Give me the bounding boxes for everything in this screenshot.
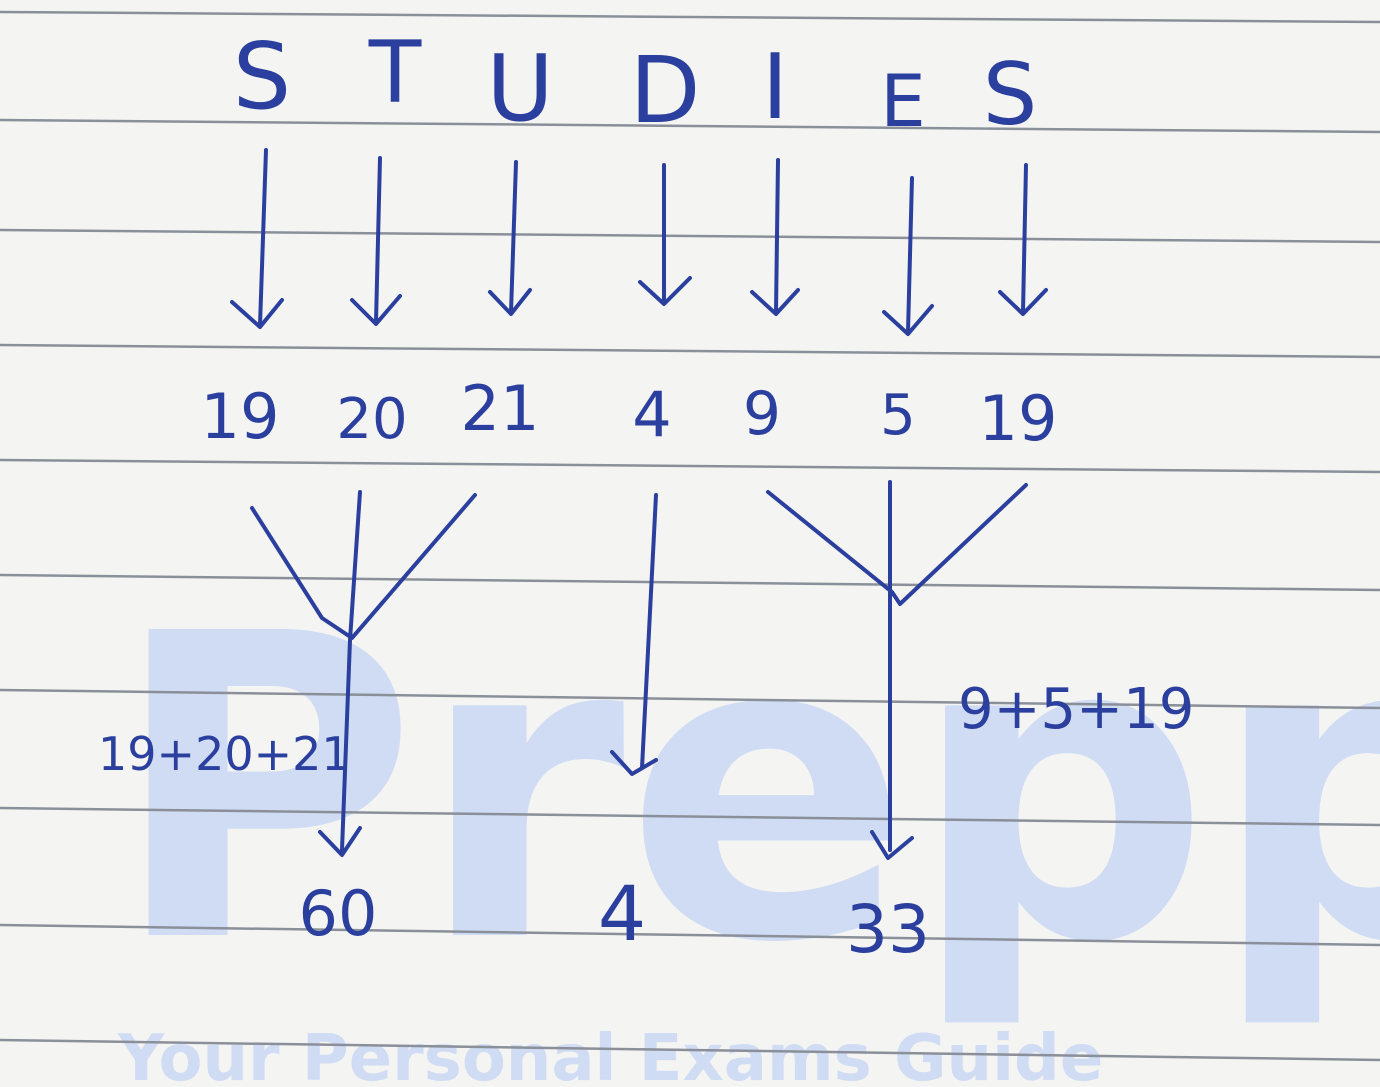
ruled-line	[0, 923, 1380, 947]
ruled-line	[0, 573, 1380, 592]
results: 60 4 33	[299, 869, 930, 968]
down-arrow	[882, 176, 934, 336]
down-arrow	[638, 163, 692, 306]
sum-label-right: 9+5+19	[958, 677, 1194, 742]
value-i: 9	[743, 379, 781, 449]
ruled-line	[0, 688, 1380, 710]
letter-arrows	[230, 148, 1048, 336]
result-group-2: 4	[598, 869, 646, 958]
ruled-line	[0, 343, 1380, 359]
down-arrow	[230, 148, 284, 329]
letter-s-end: S	[983, 45, 1038, 145]
ruled-line	[0, 228, 1380, 244]
ruled-line	[0, 118, 1380, 134]
value-e: 5	[880, 383, 916, 448]
down-arrow	[488, 160, 532, 316]
stem-middle	[640, 493, 658, 770]
value-s-end: 19	[979, 382, 1058, 455]
value-s: 19	[201, 380, 280, 453]
letter-t: T	[368, 23, 422, 123]
letter-d: D	[630, 37, 701, 144]
letter-i: I	[762, 35, 789, 140]
letter-values: 19 20 21 4 9 5 19	[201, 372, 1058, 455]
ruled-line	[0, 806, 1380, 827]
letter-s: S	[233, 23, 291, 130]
value-t: 20	[336, 387, 407, 452]
result-group-1: 60	[299, 877, 378, 950]
ruled-line	[0, 1038, 1380, 1062]
ruled-lines	[0, 10, 1380, 1062]
result-group-3: 33	[846, 891, 930, 968]
merge-lines-left	[250, 493, 477, 640]
down-arrow	[998, 163, 1048, 316]
ruled-line	[0, 458, 1380, 474]
stem-left	[340, 490, 362, 852]
down-arrow	[750, 158, 800, 316]
arrowhead-right	[870, 830, 914, 860]
sum-arrows	[250, 480, 1028, 860]
arrowhead-middle	[610, 750, 658, 776]
watermark-logo: Prepp	[110, 546, 1380, 1035]
value-d: 4	[632, 378, 671, 451]
sum-label-left: 19+20+21	[98, 727, 351, 781]
letter-u: U	[486, 35, 553, 142]
merge-lines-right	[766, 483, 1028, 606]
down-arrow	[350, 156, 402, 326]
value-u: 21	[461, 372, 540, 445]
word-studies: S T U D I E S	[233, 23, 1038, 145]
arrowhead-left	[318, 826, 362, 857]
letter-e: E	[880, 59, 926, 143]
ruled-line	[0, 10, 1380, 24]
